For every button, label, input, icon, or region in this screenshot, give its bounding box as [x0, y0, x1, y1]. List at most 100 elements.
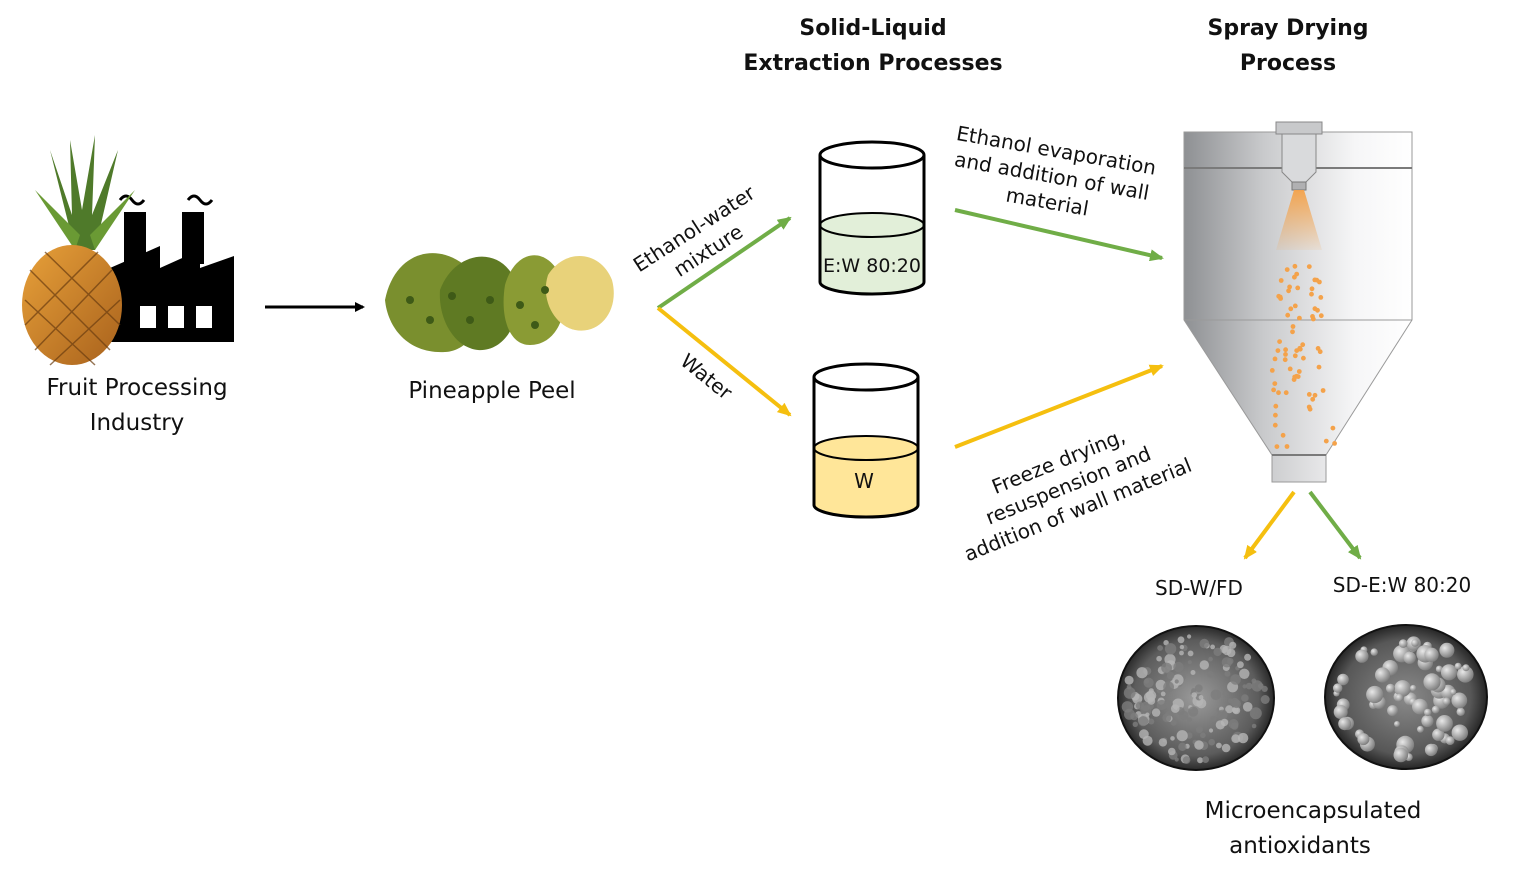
sem-aggregate — [1123, 687, 1136, 699]
sem-aggregate — [1179, 650, 1184, 656]
sem-microsphere — [1451, 692, 1468, 709]
spray-particle — [1285, 312, 1291, 318]
spray-particle — [1272, 422, 1278, 428]
spray-particle — [1272, 356, 1278, 362]
arrow-peel-to-water — [656, 306, 792, 417]
sem-aggregate — [1171, 704, 1180, 713]
spray-particle — [1288, 306, 1294, 312]
spray-particle — [1296, 369, 1302, 374]
sem-microsphere — [1366, 685, 1384, 704]
sem-microsphere — [1394, 721, 1400, 727]
sem-aggregate — [1136, 667, 1148, 679]
sem-microsphere — [1432, 728, 1445, 741]
spray-particle — [1309, 291, 1314, 297]
water-beaker — [812, 362, 920, 519]
sem-aggregate — [1210, 715, 1217, 723]
spray-particle — [1273, 412, 1278, 418]
sem-aggregate — [1208, 728, 1214, 733]
sem-microsphere — [1439, 642, 1455, 658]
spray-particle — [1290, 329, 1295, 335]
sem-aggregate — [1156, 699, 1167, 711]
sem-aggregate — [1198, 695, 1204, 700]
spray-particle — [1284, 444, 1290, 449]
sem-aggregate — [1191, 688, 1197, 694]
sem-microsphere — [1457, 666, 1474, 683]
sem-aggregate — [1124, 675, 1134, 685]
spray-particle — [1300, 342, 1306, 348]
sem-aggregate — [1242, 684, 1247, 689]
spray-particle — [1306, 392, 1312, 397]
spray-particle — [1283, 352, 1288, 357]
spray-particle — [1276, 390, 1281, 396]
source-label-line1: Fruit Processing — [46, 375, 227, 401]
sem-microsphere — [1357, 733, 1370, 746]
spray-particle — [1291, 377, 1297, 382]
product-caption-line2: antioxidants — [1229, 833, 1371, 859]
sem-aggregate — [1216, 742, 1222, 749]
right-product-label: SD-E:W 80:20 — [1333, 573, 1471, 597]
sem-aggregate — [1194, 684, 1203, 693]
spray-particle — [1292, 274, 1297, 280]
sem-aggregate — [1194, 740, 1204, 750]
sem-microsphere — [1375, 667, 1391, 683]
sem-aggregate — [1186, 717, 1192, 723]
sem-microsphere — [1454, 662, 1462, 670]
sem-aggregate — [1261, 685, 1268, 693]
sem-aggregate — [1199, 638, 1210, 649]
sem-microsphere — [1442, 697, 1451, 706]
sem-aggregate — [1242, 702, 1253, 712]
sem-aggregate — [1162, 713, 1172, 723]
spray-particle — [1294, 348, 1300, 353]
spray-particle — [1310, 314, 1315, 319]
spray-particle — [1295, 285, 1301, 291]
spray-particle — [1284, 267, 1290, 272]
sem-microsphere — [1445, 736, 1455, 745]
sem-aggregate — [1196, 698, 1207, 709]
sem-microsphere — [1410, 684, 1417, 692]
factory-icon — [110, 194, 234, 342]
arrow-water-to-spray — [954, 364, 1164, 449]
ethanol-beaker-label: E:W 80:20 — [823, 255, 921, 277]
sem-microsphere — [1424, 743, 1438, 757]
sem-microsphere — [1424, 647, 1439, 662]
sem-aggregate — [1221, 743, 1231, 753]
sem-aggregate — [1244, 653, 1252, 661]
pineapple-icon — [22, 135, 135, 366]
spray-particle — [1310, 396, 1316, 402]
sem-microsphere — [1435, 665, 1443, 673]
spray-particle — [1323, 438, 1329, 444]
sem-aggregate — [1221, 657, 1233, 668]
spray-particle — [1275, 348, 1281, 353]
sem-aggregate — [1229, 641, 1237, 649]
sem-aggregate — [1187, 650, 1194, 657]
sem-microsphere — [1398, 639, 1408, 648]
spray-particle — [1330, 425, 1336, 431]
sem-aggregate — [1239, 668, 1250, 679]
sem-aggregate — [1232, 699, 1241, 709]
sem-aggregate — [1187, 634, 1192, 639]
product-caption-line1: Microencapsulated — [1205, 798, 1422, 824]
sem-aggregate — [1161, 662, 1172, 674]
sem-aggregate — [1249, 707, 1262, 720]
sem-aggregate — [1135, 701, 1144, 710]
sem-aggregate — [1174, 679, 1179, 684]
sem-aggregate — [1182, 756, 1191, 764]
sem-microsphere — [1411, 639, 1419, 647]
sem-aggregate — [1174, 757, 1179, 762]
spray-particle — [1280, 432, 1286, 438]
spray-particle — [1317, 279, 1322, 285]
sem-aggregate — [1121, 701, 1134, 713]
spray-particle — [1277, 339, 1282, 344]
sem-aggregate — [1168, 747, 1176, 756]
sem-aggregate — [1210, 689, 1222, 701]
sem-aggregate — [1230, 674, 1241, 685]
sem-aggregate — [1222, 645, 1232, 656]
sem-microsphere — [1338, 717, 1352, 731]
sem-aggregate — [1195, 726, 1203, 734]
sem-aggregate — [1176, 730, 1188, 742]
spray-particle — [1297, 315, 1302, 321]
spray-particle — [1292, 353, 1298, 359]
spray-particle — [1283, 390, 1289, 396]
sem-aggregate — [1179, 710, 1189, 721]
